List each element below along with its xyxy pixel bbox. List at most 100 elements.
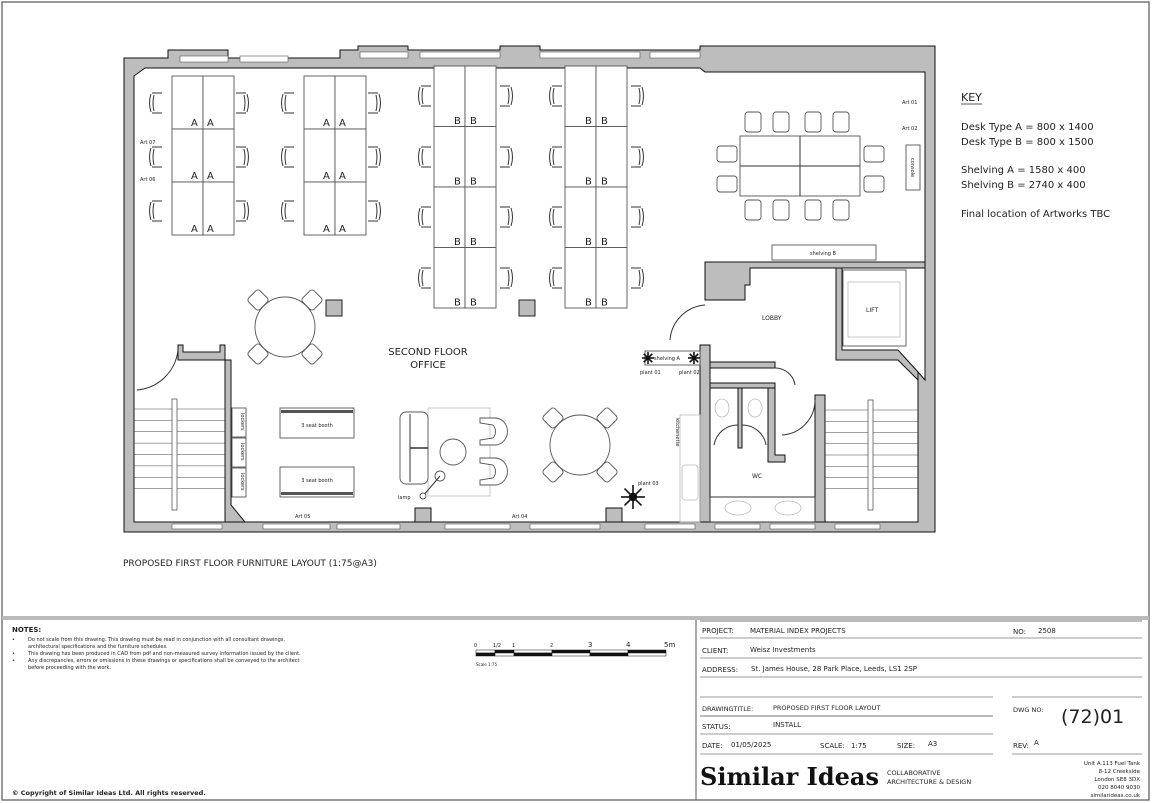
desk-type-label: B [601,298,608,309]
desk-top [595,65,628,127]
window [171,523,223,530]
stair-handrail [867,399,874,511]
note-line: before proceeding with the work. [28,665,111,671]
scale-bar-label: Scale 1:75 [476,662,497,667]
title-strip-divider [2,616,1149,620]
desk-type-label: B [454,237,461,248]
kitchenette-label: kitchenette [674,418,680,446]
brand-tagline-2: ARCHITECTURE & DESIGN [887,778,971,786]
dwg-no-label: DWG NO: [1013,706,1044,714]
chairs [149,85,885,289]
desk-type-label: B [601,116,608,127]
drawing-title-value: PROPOSED FIRST FLOOR LAYOUT [773,704,880,712]
key-shelving-b: Shelving B = 2740 x 400 [961,180,1086,191]
desk: A [171,181,204,236]
desk-top [171,75,204,130]
desk-type-label: A [207,118,214,129]
client-label: CLIENT: [702,647,728,655]
desk: B [433,247,466,309]
desk-top [464,65,497,127]
office-chair [149,200,162,222]
desk-top [202,75,235,130]
chair-shape [368,200,381,222]
plant-icon [621,485,645,509]
office-chair [368,92,381,114]
desk-top [334,75,367,130]
chair-shape [631,146,644,168]
desk-top [303,181,336,236]
desk-type-label: A [339,171,346,182]
lounge: lamp [398,407,508,501]
dwg-no-value: (72)01 [1061,706,1124,728]
address-label: ADDRESS: [702,666,738,674]
column [325,299,343,317]
desk: A [303,75,336,130]
plant-center [645,355,651,361]
desk-top [202,128,235,183]
desk: B [564,186,597,248]
conference-chair [772,111,790,133]
desk-type-label: B [585,237,592,248]
console: console [905,144,921,191]
chair-shape [149,146,162,168]
scale-tick-label: 4 [626,641,631,649]
office-chair [236,92,249,114]
chair-shape [549,267,562,289]
art-04-label: Art 04 [512,514,527,520]
scale-tick-label: 2 [550,643,553,649]
doors[interactable] [136,304,816,446]
scale-tick-label: 1 [512,643,515,649]
booth-label: 3 seat booth [301,478,333,484]
chair-shape [500,267,513,289]
desk-type-label: A [191,118,198,129]
scale-tick-label: 3 [588,641,592,649]
chair [542,407,564,429]
desk-top [564,247,597,309]
desk-top [171,181,204,236]
desk-type-label: B [470,298,477,309]
scale-segment [627,652,667,657]
desk: A [334,75,367,130]
desk-type-label: B [601,237,608,248]
office-chair [549,85,562,107]
chair-shape [281,92,294,114]
chair-shape [368,146,381,168]
plant-icon [688,352,700,364]
console-label: console [909,158,915,177]
office-chair [236,200,249,222]
scale-segment [589,652,629,657]
copyright-notice: © Copyright of Similar Ideas Ltd. All ri… [12,789,206,797]
desk-type-label: B [470,116,477,127]
plant-02-label: plant 02 [679,370,700,376]
desk-type-label: A [191,171,198,182]
desk-type-label: B [585,116,592,127]
conference-chair [804,111,822,133]
office-chair [631,146,644,168]
scale-segment [494,649,515,654]
shelving-b: shelving B [771,244,877,261]
staircase [825,399,918,511]
scale-label: SCALE: [820,742,845,750]
chair-shape [418,146,431,168]
chair-shape [500,85,513,107]
scale-segment [551,649,591,654]
office-chair [281,146,294,168]
desk: B [595,126,628,188]
chair [542,461,564,483]
desk: A [303,181,336,236]
chair-shape [549,85,562,107]
office-chair [549,146,562,168]
desk-top [595,126,628,188]
note-line: Do not scale from this drawing. This dra… [28,637,285,643]
scale-segment [551,652,591,657]
desk-type-label: B [585,177,592,188]
drawing-title-label: DRAWINGTITLE: [702,705,753,713]
desk: A [202,75,235,130]
desk: B [433,65,466,127]
desk: B [564,126,597,188]
desk: B [564,247,597,309]
notes-title: NOTES: [12,626,41,634]
chair-shape [549,146,562,168]
